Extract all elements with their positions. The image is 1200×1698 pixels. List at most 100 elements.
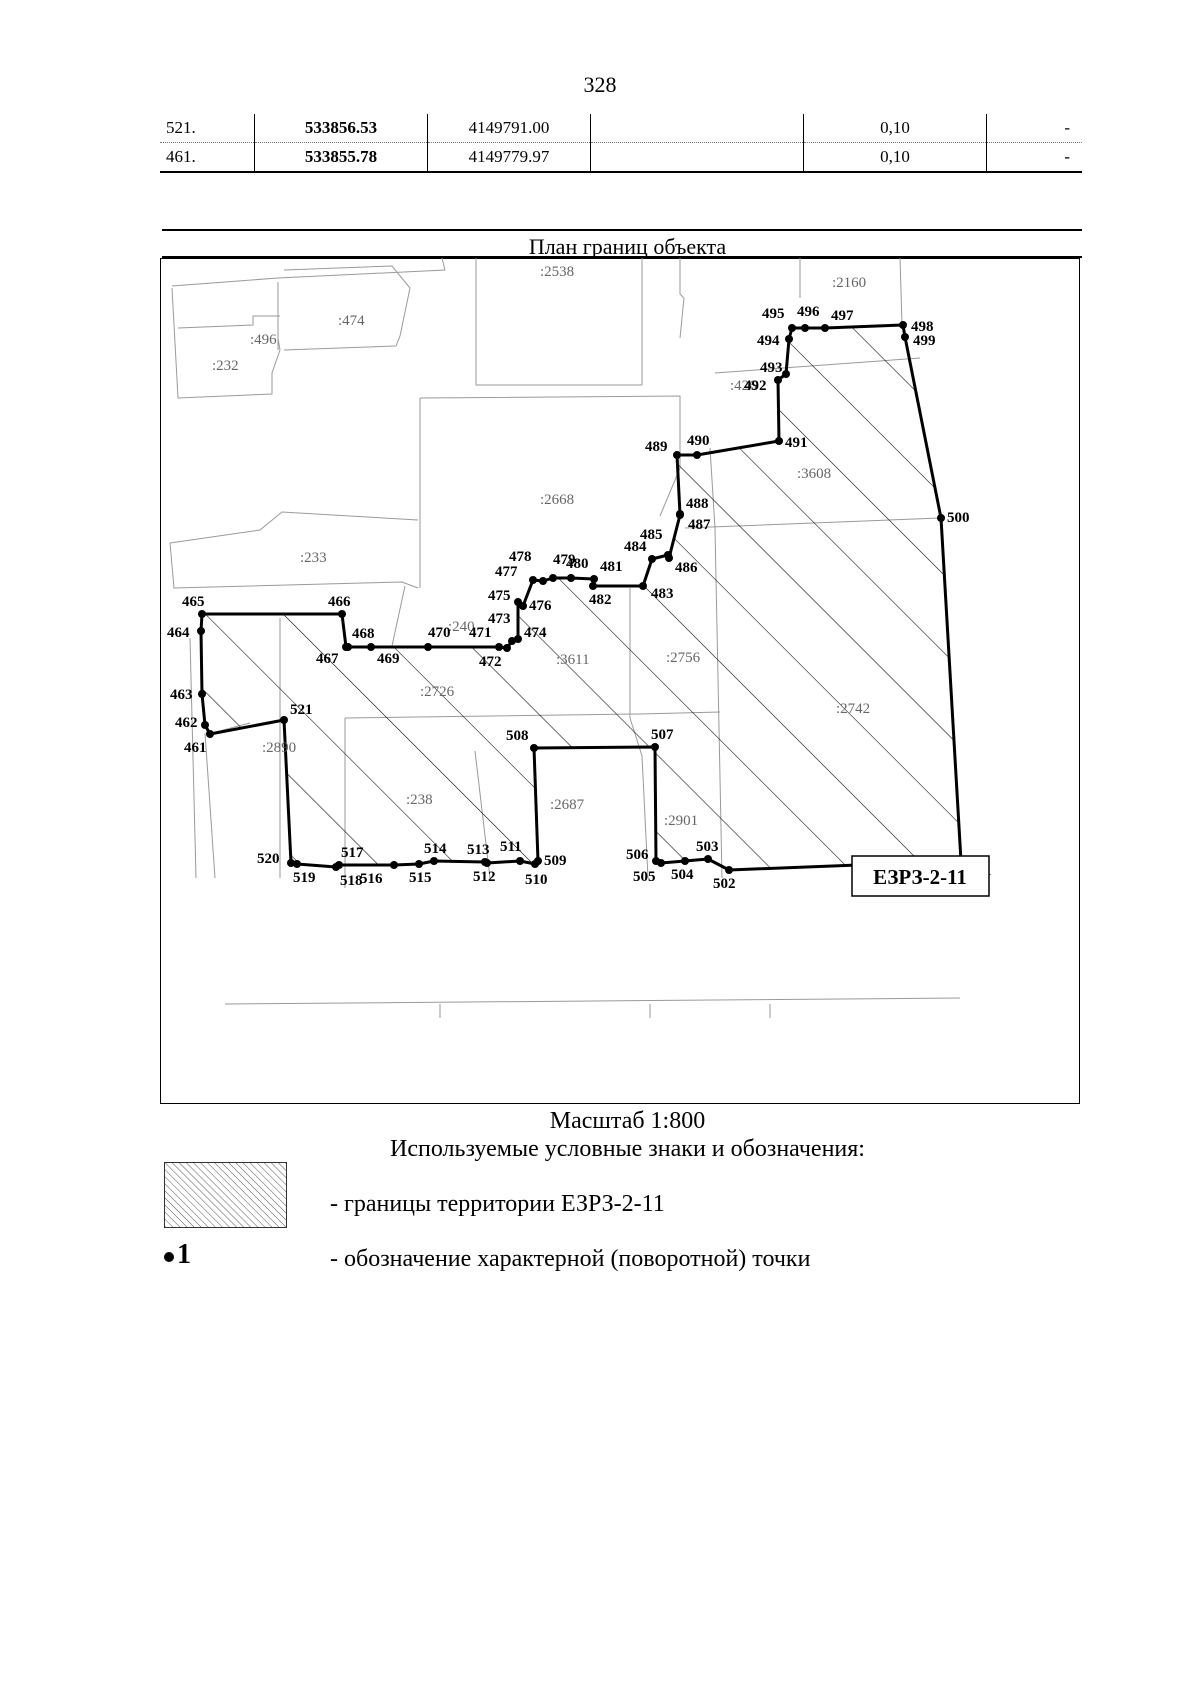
turning-point-marker [293, 860, 301, 868]
cadastral-number-label: :240 [448, 619, 475, 635]
turning-point-label: 511 [500, 839, 522, 855]
turning-point-label: 470 [428, 625, 451, 641]
turning-point-marker [206, 730, 214, 738]
cadastral-number-label: :232 [212, 358, 239, 374]
turning-point-marker [530, 744, 538, 752]
turning-point-marker [519, 602, 527, 610]
turning-point-label: 495 [762, 306, 785, 322]
turning-point-label: 509 [544, 853, 567, 869]
section-rule [162, 229, 1082, 231]
turning-point-marker [665, 554, 673, 562]
turning-point-label: 480 [566, 556, 589, 572]
turning-point-marker [514, 635, 522, 643]
turning-point-label: 508 [506, 728, 529, 744]
turning-point-marker [652, 857, 660, 865]
turning-point-marker [937, 514, 945, 522]
turning-point-label: 465 [182, 594, 205, 610]
turning-point-marker [821, 324, 829, 332]
turning-point-label: 477 [495, 564, 518, 580]
cadastral-number-label: :3608 [797, 466, 831, 482]
turning-point-label: 498 [911, 319, 934, 335]
turning-point-marker [198, 610, 206, 618]
turning-point-label: 496 [797, 304, 820, 320]
turning-point-label: 487 [688, 517, 711, 533]
turning-point-label: 464 [167, 625, 190, 641]
section-rule [162, 256, 1082, 258]
turning-point-marker [775, 437, 783, 445]
turning-point-label: 469 [377, 651, 400, 667]
turning-point-label: 502 [713, 876, 736, 892]
turning-point-label: 514 [424, 841, 447, 857]
page-number: 328 [583, 72, 617, 97]
turning-point-label: 473 [488, 611, 511, 627]
turning-point-label: 472 [479, 654, 502, 670]
turning-point-label: 489 [645, 439, 668, 455]
legend-point-text: - обозначение характерной (поворотной) т… [330, 1246, 811, 1272]
cadastral-line [391, 585, 406, 647]
cadastral-line [224, 997, 961, 1005]
turning-point-marker [648, 555, 656, 563]
cadastral-number-label: :2668 [540, 492, 574, 508]
table-row: 461. 533855.78 4149779.97 0,10 - [160, 142, 1082, 173]
turning-point-label: 517 [341, 845, 364, 861]
cadastral-number-label: :2901 [664, 813, 698, 829]
cadastral-line [899, 258, 903, 326]
table-row: 521. 533856.53 4149791.00 0,10 - [160, 114, 1082, 143]
turning-point-marker [549, 574, 557, 582]
turning-point-label: 490 [687, 433, 710, 449]
turning-point-label: 466 [328, 594, 351, 610]
cadastral-number-label: :2160 [832, 275, 866, 291]
turning-point-marker [481, 858, 489, 866]
turning-point-marker [589, 582, 597, 590]
point-number-cell: 461. [160, 142, 255, 173]
turning-point-label: 520 [257, 851, 280, 867]
turning-point-marker [332, 863, 340, 871]
turning-point-marker [529, 576, 537, 584]
cadastral-number-label: :3611 [556, 652, 590, 668]
turning-point-marker [415, 860, 423, 868]
turning-point-label: 471 [469, 625, 492, 641]
turning-point-marker [801, 324, 809, 332]
cadastral-number-label: :426 [730, 378, 757, 394]
cadastral-labels: :2538:2160:474:496:232:426:3608:2668:233… [212, 264, 870, 829]
turning-point-marker [367, 643, 375, 651]
turning-point-label: 515 [409, 870, 432, 886]
turning-point-label: 474 [524, 625, 547, 641]
turning-point-marker [197, 627, 205, 635]
legend-boundary-text: - границы территории ЕЗРЗ-2-11 [330, 1191, 665, 1217]
x-coordinate-cell: 533855.78 [254, 142, 428, 173]
turning-point-label: 484 [624, 539, 647, 555]
turning-point-marker [681, 857, 689, 865]
turning-point-label: 497 [831, 308, 854, 324]
cadastral-line [283, 265, 411, 351]
cadastral-line [169, 511, 419, 544]
turning-point-marker [344, 643, 352, 651]
legend-point-number: 1 [177, 1239, 191, 1270]
turning-point-marker [287, 859, 295, 867]
turning-point-label: 506 [626, 847, 649, 863]
turning-point-marker [704, 855, 712, 863]
turning-point-label: 499 [913, 333, 936, 349]
cadastral-line [419, 395, 681, 517]
turning-point-label: 505 [633, 869, 656, 885]
map-scale: Масштаб 1:800 [549, 1108, 706, 1134]
legend-point-symbol: 1 [164, 1239, 191, 1271]
turning-point-marker [725, 866, 733, 874]
turning-point-marker [539, 577, 547, 585]
turning-point-label: 481 [600, 559, 623, 575]
cadastral-number-label: :2890 [262, 740, 296, 756]
precision-cell: 0,10 [803, 114, 987, 143]
turning-point-label: 510 [525, 872, 548, 888]
turning-point-label: 488 [686, 496, 709, 512]
turning-point-marker [639, 582, 647, 590]
cadastral-number-label: :2538 [540, 264, 574, 280]
turning-point-marker [198, 690, 206, 698]
turning-point-label: 521 [290, 702, 313, 718]
turning-point-marker [899, 321, 907, 329]
turning-point-marker [782, 370, 790, 378]
point-number-cell: 521. [160, 114, 255, 143]
turning-point-marker [201, 721, 209, 729]
turning-point-label: 516 [360, 871, 383, 887]
note-cell: - [986, 114, 1082, 143]
